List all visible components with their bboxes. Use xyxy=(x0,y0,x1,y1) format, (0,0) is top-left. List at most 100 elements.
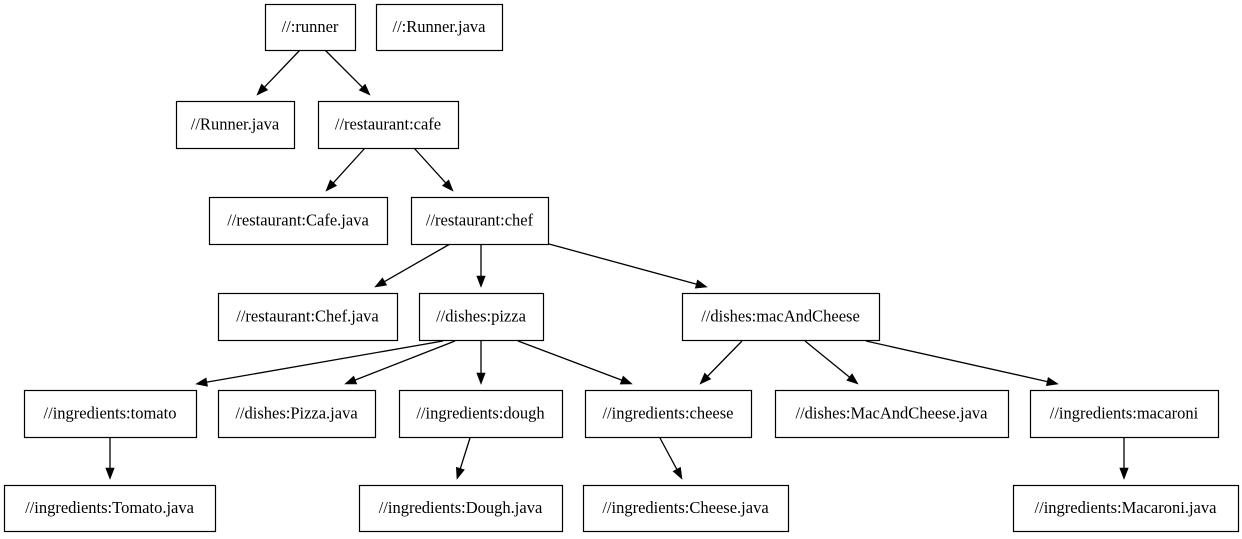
graph-node-mac_java[interactable]: //dishes:MacAndCheese.java xyxy=(774,389,1010,439)
node-label: //:Runner.java xyxy=(392,17,486,36)
arrowhead-icon xyxy=(672,466,683,480)
graph-edge xyxy=(455,437,471,480)
node-box xyxy=(317,100,460,150)
graph-node-cafe_java[interactable]: //restaurant:Cafe.java xyxy=(208,196,389,246)
graph-edge xyxy=(659,437,683,480)
node-box xyxy=(217,389,377,439)
node-label: //ingredients:dough xyxy=(416,403,545,422)
arrowhead-icon xyxy=(1119,467,1129,480)
edges-layer xyxy=(105,49,1129,480)
node-label: //dishes:MacAndCheese.java xyxy=(796,403,989,422)
graph-node-macaroni_java[interactable]: //ingredients:Macaroni.java xyxy=(1012,484,1240,533)
arrowhead-icon xyxy=(846,373,859,385)
edge-line xyxy=(517,340,622,381)
graph-edge xyxy=(476,244,486,288)
graph-node-ing_dough[interactable]: //ingredients:dough xyxy=(398,389,564,439)
graph-node-restaurant_chef[interactable]: //restaurant:chef xyxy=(410,196,550,246)
edge-line xyxy=(459,437,471,469)
node-label: //ingredients:Cheese.java xyxy=(602,498,769,517)
node-box xyxy=(1012,484,1240,533)
graph-node-pizza_java[interactable]: //dishes:Pizza.java xyxy=(217,389,377,439)
edge-line xyxy=(384,243,451,283)
node-label: //dishes:macAndCheese xyxy=(701,306,860,325)
graph-node-chef_java[interactable]: //restaurant:Chef.java xyxy=(217,292,399,342)
node-box xyxy=(584,389,753,439)
node-box xyxy=(208,196,389,246)
arrowhead-icon xyxy=(619,375,633,385)
nodes-layer: //:runner //:Runner.java //Runner.java //re… xyxy=(3,3,1240,533)
graph-edge xyxy=(548,243,708,289)
node-box xyxy=(375,3,504,52)
edge-line xyxy=(324,49,363,88)
graph-edge xyxy=(517,340,633,385)
arrowhead-icon xyxy=(476,372,486,385)
node-label: //ingredients:Tomato.java xyxy=(25,498,195,517)
arrowhead-icon xyxy=(344,375,358,385)
graph-node-ing_cheese[interactable]: //ingredients:cheese xyxy=(584,389,753,439)
node-box xyxy=(418,292,545,342)
graph-edge xyxy=(374,243,451,288)
graph-node-cheese_java[interactable]: //ingredients:Cheese.java xyxy=(582,484,790,533)
arrowhead-icon xyxy=(476,275,486,288)
node-box xyxy=(774,389,1010,439)
edge-line xyxy=(804,340,850,378)
edge-line xyxy=(206,340,444,383)
graph-node-tomato_java[interactable]: //ingredients:Tomato.java xyxy=(3,484,217,533)
node-box xyxy=(681,292,881,342)
graph-node-dishes_mac[interactable]: //dishes:macAndCheese xyxy=(681,292,881,342)
graph-node-dishes_pizza[interactable]: //dishes:pizza xyxy=(418,292,545,342)
node-box xyxy=(582,484,790,533)
node-box xyxy=(23,389,198,439)
node-label: //ingredients:cheese xyxy=(602,403,733,422)
node-box xyxy=(358,484,564,533)
graph-edge xyxy=(804,340,859,385)
arrowhead-icon xyxy=(358,83,371,96)
graph-node-ing_macaroni[interactable]: //ingredients:macaroni xyxy=(1029,389,1220,439)
graph-node-restaurant_cafe[interactable]: //restaurant:cafe xyxy=(317,100,460,150)
node-box xyxy=(398,389,564,439)
node-label: //ingredients:tomato xyxy=(44,403,177,422)
arrowhead-icon xyxy=(441,179,454,192)
node-box xyxy=(264,3,357,52)
arrowhead-icon xyxy=(256,83,269,96)
edge-line xyxy=(355,340,456,381)
graph-node-runner_java_root[interactable]: //:Runner.java xyxy=(375,3,504,52)
edge-line xyxy=(707,340,743,377)
node-label: //restaurant:Chef.java xyxy=(236,306,379,325)
graph-edge xyxy=(324,49,371,96)
graph-node-runner_java[interactable]: //Runner.java xyxy=(175,100,296,150)
graph-edge xyxy=(105,438,115,480)
graph-node-dough_java[interactable]: //ingredients:Dough.java xyxy=(358,484,564,533)
arrowhead-icon xyxy=(694,279,708,289)
node-label: //ingredients:Dough.java xyxy=(379,498,543,517)
arrowhead-icon xyxy=(374,277,388,288)
graph-edge xyxy=(413,147,454,192)
edge-line xyxy=(332,147,366,184)
node-label: //Runner.java xyxy=(191,114,280,133)
edge-line xyxy=(659,437,678,470)
node-label: //ingredients:macaroni xyxy=(1050,403,1199,422)
node-label: //dishes:pizza xyxy=(436,306,526,325)
node-box xyxy=(217,292,399,342)
node-label: //dishes:Pizza.java xyxy=(235,403,358,422)
graph-edge xyxy=(865,340,1059,387)
graph-node-runner[interactable]: //:runner xyxy=(264,3,357,52)
edge-line xyxy=(865,340,1048,383)
node-box xyxy=(175,100,296,150)
node-label: //:runner xyxy=(282,17,339,36)
graph-edge xyxy=(1119,438,1129,480)
arrowhead-icon xyxy=(455,466,465,480)
edge-line xyxy=(548,243,697,285)
arrowhead-icon xyxy=(325,179,338,192)
graph-node-ing_tomato[interactable]: //ingredients:tomato xyxy=(23,389,198,439)
graph-edge xyxy=(476,341,486,385)
graph-edge xyxy=(195,340,444,387)
node-label: //restaurant:chef xyxy=(426,210,534,229)
graph-edge xyxy=(256,49,301,96)
node-box xyxy=(410,196,550,246)
graph-edge xyxy=(344,340,456,385)
arrowhead-icon xyxy=(105,467,115,480)
arrowhead-icon xyxy=(699,372,712,385)
